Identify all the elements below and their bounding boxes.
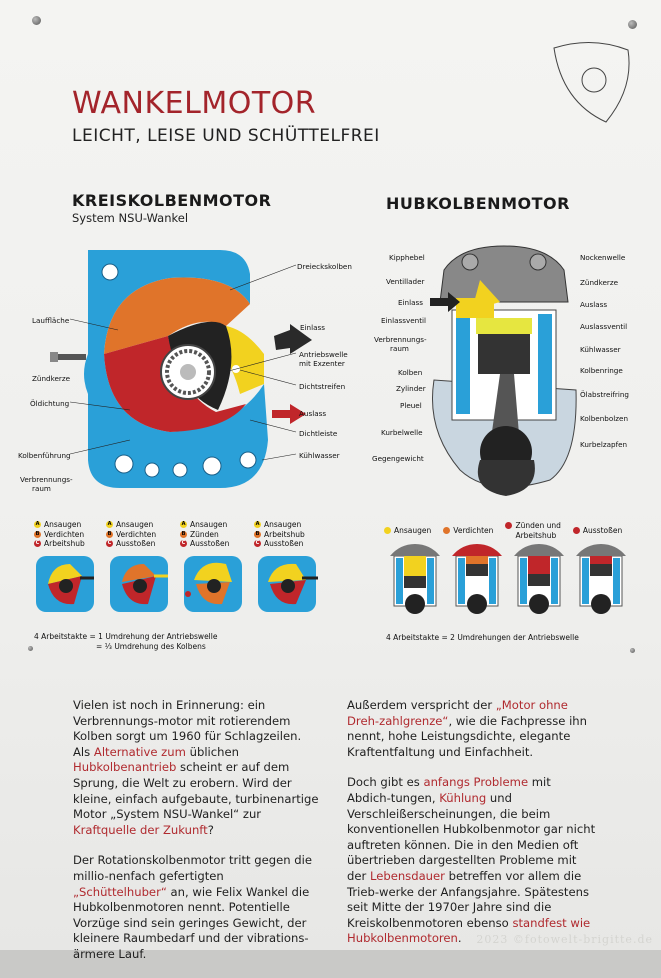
label-verbrennungsraum-4: raum [390, 344, 409, 353]
text-column-right: Außerdem verspricht der „Motor ohne Dreh… [347, 698, 597, 962]
label-kipphebel: Kipphebel [389, 253, 425, 262]
piston-cycle-note: 4 Arbeitstakte = 2 Umdrehungen der Antri… [386, 633, 579, 642]
screw-icon [32, 16, 41, 25]
rotor-logo-icon [553, 41, 630, 123]
label-zuendkerze: Zündkerze [32, 374, 71, 383]
label-auslass-2: Auslass [580, 300, 608, 309]
piston-engine-diagram [430, 245, 577, 496]
label-dichtstreifen: Dichtstreifen [299, 382, 346, 391]
paragraph: Der Rotationskolbenmotor tritt gegen die… [73, 853, 313, 961]
piston-heading: HUBKOLBENMOTOR [386, 194, 570, 213]
label-dreieckskolben: Dreieckskolben [297, 262, 352, 271]
wankel-phase-thumbnails [36, 556, 318, 612]
label-verbrennungsraum: Verbrennungs- [20, 475, 73, 484]
label-gegengewicht: Gegengewicht [372, 454, 424, 463]
label-verbrennungsraum-3: Verbrennungs- [374, 335, 427, 344]
label-ventillader: Ventillader [386, 277, 425, 286]
label-kolbenfuehrung: Kolbenführung [18, 451, 71, 460]
label-antriebswelle-2: mit Exzenter [299, 359, 345, 368]
label-kolben: Kolben [398, 368, 423, 377]
wankel-engine-diagram [50, 250, 312, 488]
screw-icon [628, 20, 637, 29]
label-dichtleiste: Dichtleiste [299, 429, 338, 438]
label-pleuel: Pleuel [400, 401, 422, 410]
label-einlass: Einlass [300, 323, 325, 332]
rotary-cycle-note-1: 4 Arbeitstakte = 1 Umdrehung der Antrieb… [34, 632, 218, 641]
watermark: 2023 ©fotowelt-brigitte.de [476, 933, 653, 946]
screw-icon [630, 648, 635, 653]
label-oeldichtung: Öldichtung [30, 399, 70, 408]
label-kurbelwelle: Kurbelwelle [381, 428, 423, 437]
label-zylinder: Zylinder [396, 384, 426, 393]
text-column-left: Vielen ist noch in Erinnerung: ein Verbr… [73, 698, 321, 978]
label-zuendkerze-2: Zündkerze [580, 278, 619, 287]
piston-stroke-thumbnails [390, 544, 626, 614]
label-einlass-2: Einlass [398, 298, 423, 307]
label-einlassventil: Einlassventil [381, 316, 427, 325]
page-subtitle: LEICHT, LEISE UND SCHÜTTELFREI [72, 126, 380, 146]
label-auslass: Auslass [299, 409, 327, 418]
label-antriebswelle: Antriebswelle [299, 350, 348, 359]
label-kuehlwasser-2: Kühlwasser [580, 345, 621, 354]
label-auslassventil: Auslassventil [580, 322, 628, 331]
screw-icon [28, 646, 33, 651]
paragraph: Doch gibt es anfangs Probleme mit Abdich… [347, 775, 596, 946]
rotary-heading: KREISKOLBENMOTOR [72, 191, 272, 210]
label-oelabstreifring: Ölabstreifring [580, 390, 629, 399]
label-kolbenringe: Kolbenringe [580, 366, 623, 375]
paragraph: Außerdem verspricht der „Motor ohne Dreh… [347, 698, 587, 759]
paragraph: Vielen ist noch in Erinnerung: ein Verbr… [73, 698, 319, 837]
stroke-legend: Ansaugen Verdichten Zünden und Arbeitshu… [384, 521, 622, 540]
label-kuehlwasser: Kühlwasser [299, 451, 340, 460]
label-kurbelzapfen: Kurbelzapfen [580, 440, 628, 449]
label-nockenwelle: Nockenwelle [580, 253, 626, 262]
rotary-subheading: System NSU-Wankel [72, 211, 189, 225]
page-title: WANKELMOTOR [72, 86, 317, 121]
label-kolbenbolzen: Kolbenbolzen [580, 414, 628, 423]
rotary-cycle-note-2: = ⅓ Umdrehung des Kolbens [96, 642, 206, 651]
label-laufflaeche: Lauffläche [32, 316, 70, 325]
label-verbrennungsraum-2: raum [32, 484, 51, 493]
